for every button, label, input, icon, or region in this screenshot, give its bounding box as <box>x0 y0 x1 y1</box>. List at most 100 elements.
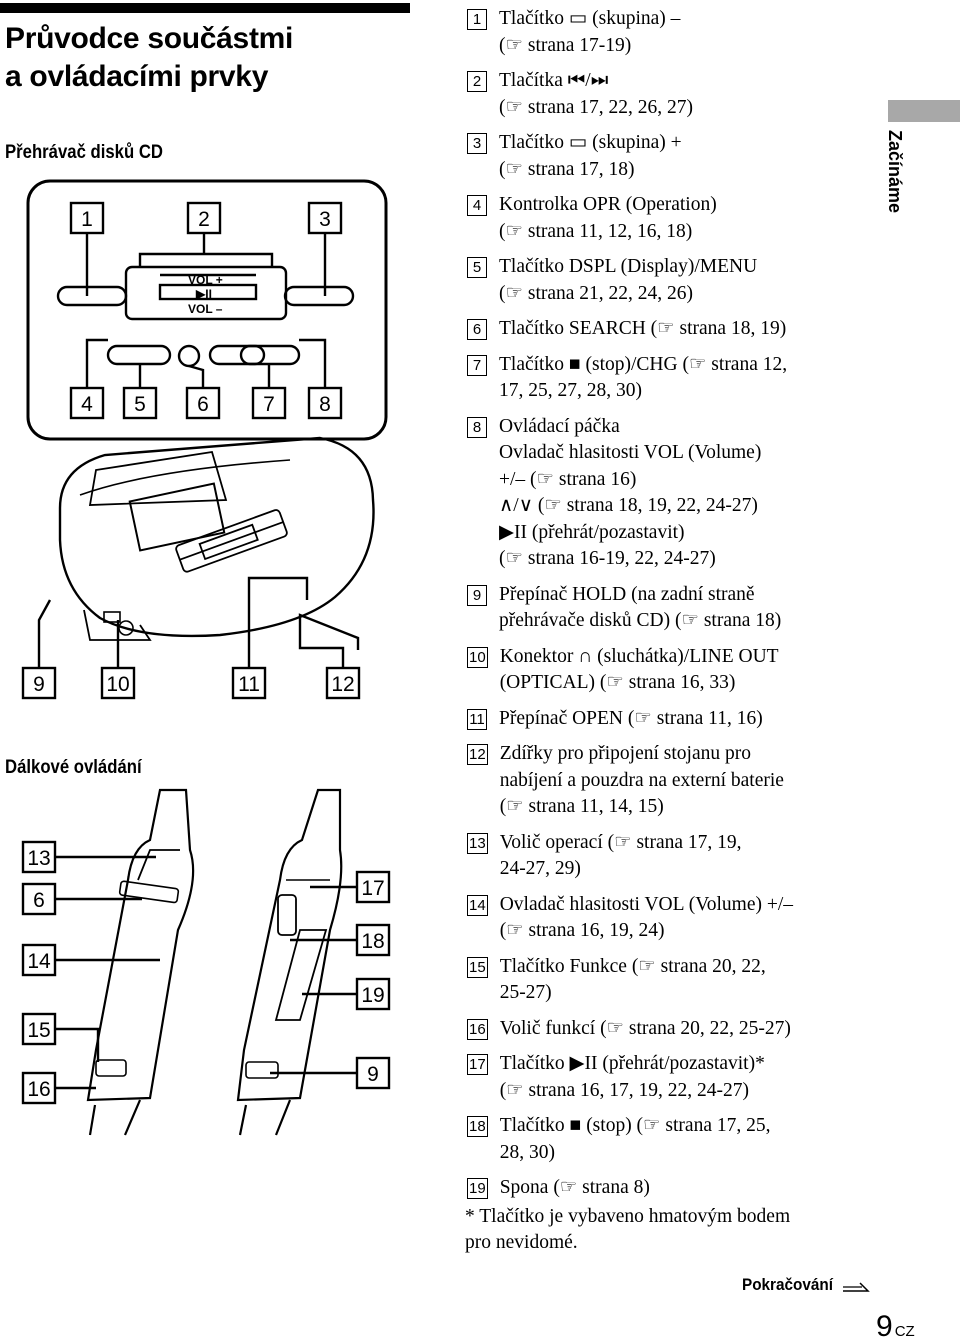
item-text: Kontrolka OPR (Operation) <box>499 194 717 215</box>
subheading-remote: Dálkové ovládání <box>5 757 142 778</box>
section-tab-marker <box>888 100 960 122</box>
callout-9: 9 <box>33 673 45 696</box>
item-number: 18 <box>467 1116 488 1137</box>
item-text: 24-27, 29) <box>499 858 581 879</box>
callout-2: 2 <box>198 208 210 231</box>
item-text: Přepínač HOLD (na zadní straně <box>499 583 755 605</box>
item-text: (☞ strana 16, 17, 19, 22, 24-27) <box>499 1079 749 1101</box>
list-item: 13 Volič operací (☞ strana 17, 19, 24-27, … <box>467 830 867 883</box>
footnote: * Tlačítko je vybaveno hmatovým bodem pr… <box>465 1204 865 1257</box>
item-number: 12 <box>467 744 488 765</box>
vol-minus-label: VOL – <box>188 302 223 316</box>
item-text: 17, 25, 27, 28, 30) <box>499 380 642 401</box>
item-text: (☞ strana 11, 14, 15) <box>499 796 664 817</box>
item-text: (☞ strana 17-19) <box>499 34 632 56</box>
item-text: Tlačítka ⏮/⏭ <box>499 70 609 91</box>
callout-16: 16 <box>27 1078 50 1101</box>
item-text: (☞ strana 16, 19, 24) <box>499 920 665 941</box>
item-number: 19 <box>467 1178 488 1199</box>
item-text: Tlačítko ▭ (skupina) + <box>499 132 682 153</box>
list-item: 1 Tlačítko ▭ (skupina) – (☞ strana 17-19) <box>467 6 867 59</box>
callout-9-remote: 9 <box>367 1063 379 1086</box>
item-number: 9 <box>467 584 487 606</box>
item-text: (☞ strana 17, 22, 26, 27) <box>499 96 694 118</box>
item-text: Tlačítko Funkce (☞ strana 20, 22, <box>499 955 766 977</box>
item-number: 3 <box>467 133 487 154</box>
item-text: Spona (☞ strana 8) <box>499 1177 650 1198</box>
list-item: 14 Ovladač hlasitosti VOL (Volume) +/– (☞ … <box>467 892 867 945</box>
item-number: 4 <box>467 195 487 216</box>
callout-18: 18 <box>361 930 384 953</box>
callout-14: 14 <box>27 950 51 973</box>
play-pause-label: ▶II <box>195 287 212 301</box>
callout-7: 7 <box>263 393 275 416</box>
item-number: 1 <box>467 9 487 30</box>
item-text: +/– (☞ strana 16) <box>499 468 637 490</box>
title-line-2: a ovládacími prvky <box>5 60 269 93</box>
item-number: 11 <box>467 708 487 730</box>
item-number: 16 <box>467 1018 488 1040</box>
item-number: 14 <box>467 894 488 916</box>
item-text: (OPTICAL) (☞ strana 16, 33) <box>499 672 736 693</box>
item-number: 5 <box>467 257 487 278</box>
page-number-suffix: CZ <box>894 1323 915 1340</box>
continued-label: Pokračování <box>742 1275 833 1294</box>
callout-15: 15 <box>27 1019 50 1042</box>
item-text: 25-27) <box>499 982 552 1003</box>
callout-5: 5 <box>134 393 146 416</box>
item-number: 13 <box>467 832 488 854</box>
item-text: Volič operací (☞ strana 17, 19, <box>499 831 742 853</box>
callout-11: 11 <box>238 673 260 696</box>
title-line-1: Průvodce součástmi <box>5 22 294 55</box>
callout-1: 1 <box>81 208 93 231</box>
item-text: přehrávače disků CD) (☞ strana 18) <box>499 610 782 631</box>
item-text: Ovladač hlasitosti VOL (Volume) <box>499 442 762 463</box>
item-text: Konektor ∩ (sluchátka)/LINE OUT <box>499 645 779 667</box>
callout-6: 6 <box>197 393 209 416</box>
item-text: Tlačítko SEARCH (☞ strana 18, 19) <box>499 318 787 339</box>
item-number: 10 <box>467 646 488 668</box>
callout-12: 12 <box>331 673 354 696</box>
callout-13: 13 <box>27 847 50 870</box>
item-number: 17 <box>467 1054 488 1075</box>
item-text: (☞ strana 16-19, 22, 24-27) <box>499 548 716 569</box>
item-text: ▶II (přehrát/pozastavit) <box>499 521 685 543</box>
item-text: 28, 30) <box>499 1141 555 1163</box>
list-item: 9 Přepínač HOLD (na zadní straně přehrávač… <box>467 582 867 635</box>
item-text: Ovládací páčka <box>499 415 620 437</box>
item-text: Tlačítko DSPL (Display)/MENU <box>499 256 758 277</box>
top-rule <box>0 3 410 13</box>
callout-17: 17 <box>361 877 384 900</box>
callout-8: 8 <box>319 393 331 416</box>
page-title: Průvodce součástmi a ovládacími prvky <box>5 20 293 96</box>
subheading-player: Přehrávač disků CD <box>5 142 163 163</box>
callout-6-remote: 6 <box>33 889 45 912</box>
item-text: (☞ strana 11, 12, 16, 18) <box>499 220 693 242</box>
list-item: 10 Konektor ∩ (sluchátka)/LINE OUT (OPTICA… <box>467 644 867 697</box>
item-number: 8 <box>467 416 487 438</box>
list-item: 19 Spona (☞ strana 8) <box>467 1175 867 1202</box>
callout-10: 10 <box>106 673 129 696</box>
list-item: 4 Kontrolka OPR (Operation) (☞ strana 11, … <box>467 192 867 245</box>
item-text: ∧/∨ (☞ strana 18, 19, 22, 24-27) <box>499 495 758 516</box>
item-text: Ovladač hlasitosti VOL (Volume) +/– <box>499 893 794 915</box>
item-text: nabíjení a pouzdra na externí baterie <box>499 769 784 791</box>
callout-3: 3 <box>319 208 331 231</box>
vol-plus-label: VOL + <box>188 273 223 287</box>
item-text: (☞ strana 17, 18) <box>499 158 635 180</box>
list-item: 3 Tlačítko ▭ (skupina) + (☞ strana 17, 18) <box>467 130 867 183</box>
item-text: Tlačítko ▭ (skupina) – <box>499 8 681 29</box>
